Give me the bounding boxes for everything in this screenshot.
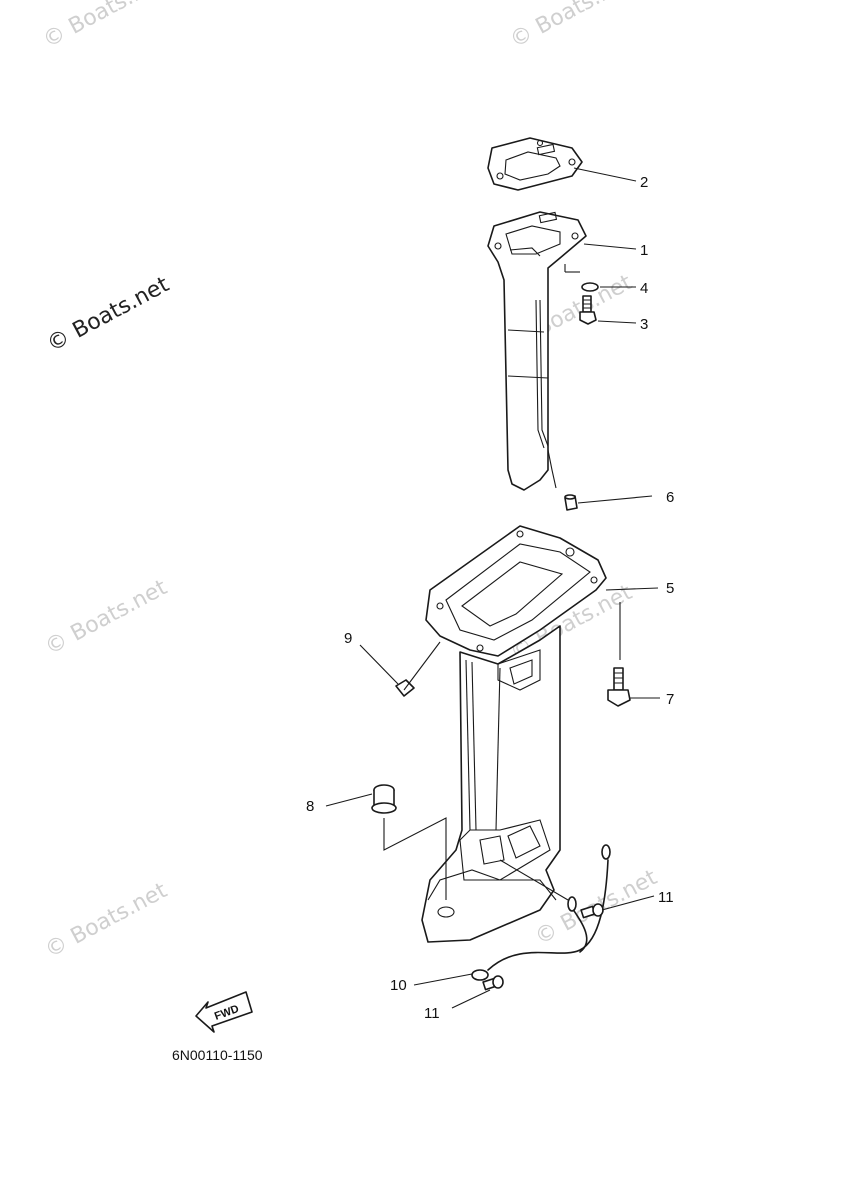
part-11-screw-lower — [482, 975, 504, 991]
callout-4: 4 — [640, 280, 648, 297]
fwd-arrow: FWD — [195, 991, 253, 1033]
leader-lines — [325, 167, 660, 1009]
watermark-top-right: © Boats.net — [506, 0, 637, 53]
part-2-gasket — [487, 137, 583, 191]
part-1-exhaust-guide — [487, 211, 587, 491]
part-6-dowel-pin — [564, 494, 578, 511]
callout-9: 9 — [344, 630, 352, 647]
part-10-ground-lead — [471, 844, 611, 981]
callout-10: 10 — [390, 977, 407, 994]
watermark-top-left: © Boats.net — [39, 0, 170, 53]
part-5-upper-casing — [421, 525, 621, 943]
callout-11-lower: 11 — [424, 1005, 440, 1022]
part-3-bolt — [579, 295, 597, 325]
callout-1: 1 — [640, 242, 648, 259]
callout-numbers: 1 2 3 4 5 6 7 8 9 10 11 11 — [306, 174, 674, 1022]
callout-3: 3 — [640, 316, 648, 333]
part-4-washer — [581, 282, 599, 292]
callout-11-upper: 11 — [658, 889, 674, 906]
callout-5: 5 — [666, 580, 674, 597]
part-8-grommet — [371, 784, 447, 900]
watermark-bottom-left: © Boats.net — [41, 878, 172, 963]
part-11-screw-upper — [580, 903, 604, 919]
callout-7: 7 — [666, 691, 674, 708]
watermark-group: © Boats.net © Boats.net © Boats.net © Bo… — [39, 0, 662, 963]
callout-2: 2 — [640, 174, 648, 191]
callout-8: 8 — [306, 798, 314, 815]
alignment-line — [499, 859, 569, 901]
watermark-mid-left: © Boats.net — [41, 575, 172, 660]
callout-6: 6 — [666, 489, 674, 506]
watermark-main: © Boats.net — [43, 272, 174, 357]
part-7-bolt — [607, 667, 631, 707]
drawing-code: 6N00110-1150 — [172, 1047, 263, 1063]
